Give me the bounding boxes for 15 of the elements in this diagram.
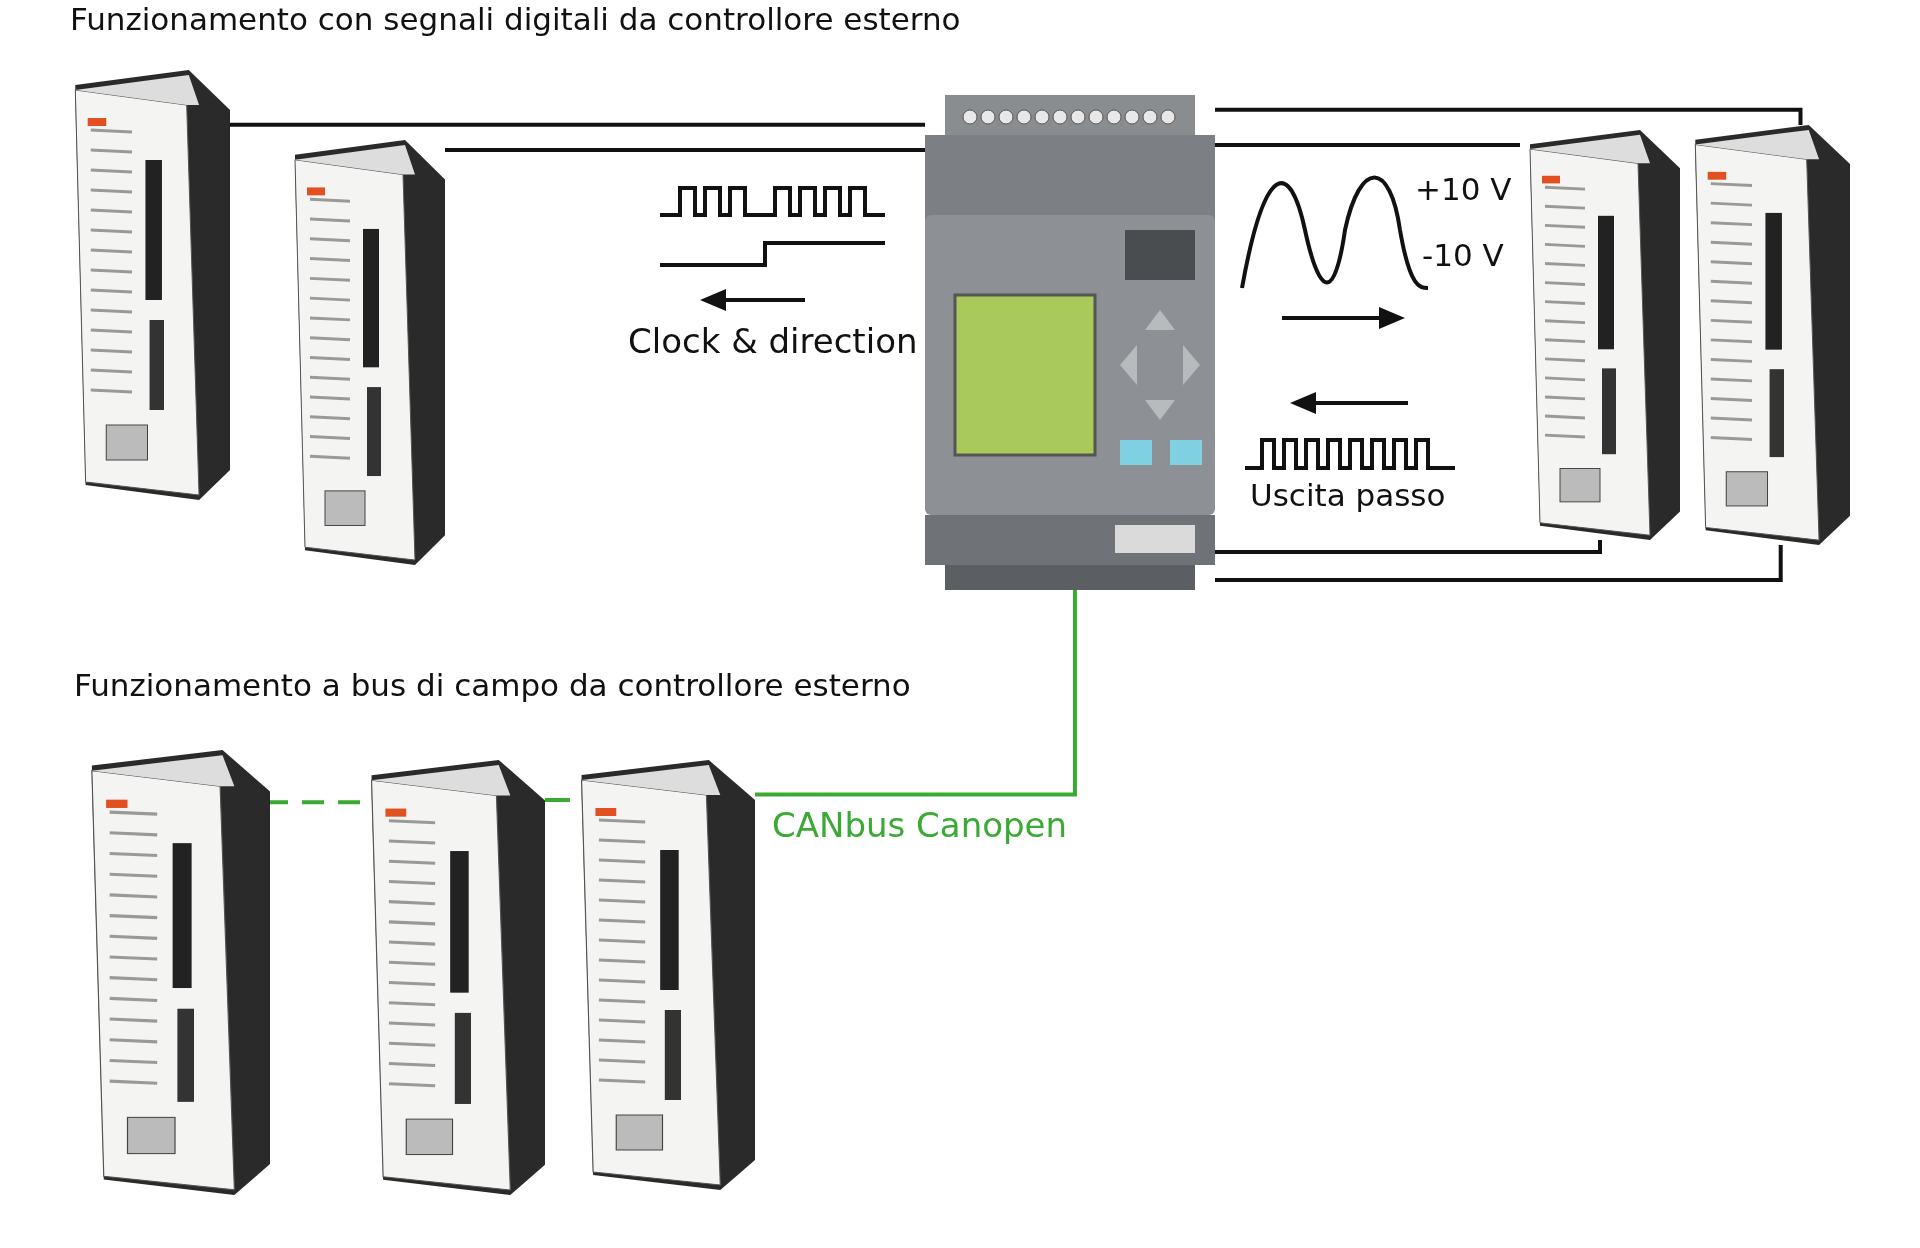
connecting-cable bbox=[1215, 545, 1783, 583]
connecting-cable bbox=[1215, 540, 1602, 554]
connecting-cable bbox=[445, 147, 925, 152]
connecting-cable bbox=[755, 590, 1077, 797]
signal-label: +10 V bbox=[1415, 172, 1512, 208]
section-heading: Funzionamento con segnali digitali da controllore esterno bbox=[70, 2, 961, 38]
connecting-cable bbox=[1215, 107, 1803, 125]
signal-label: Uscita passo bbox=[1250, 478, 1446, 514]
connecting-cable bbox=[1215, 143, 1520, 147]
connecting-cable bbox=[230, 122, 925, 127]
signal-label: -10 V bbox=[1422, 238, 1504, 274]
connecting-cable bbox=[545, 798, 570, 802]
signal-label: Clock & direction bbox=[628, 322, 918, 362]
dashed-cable bbox=[270, 800, 360, 805]
section-heading: Funzionamento a bus di campo da controllore esterno bbox=[74, 668, 911, 704]
